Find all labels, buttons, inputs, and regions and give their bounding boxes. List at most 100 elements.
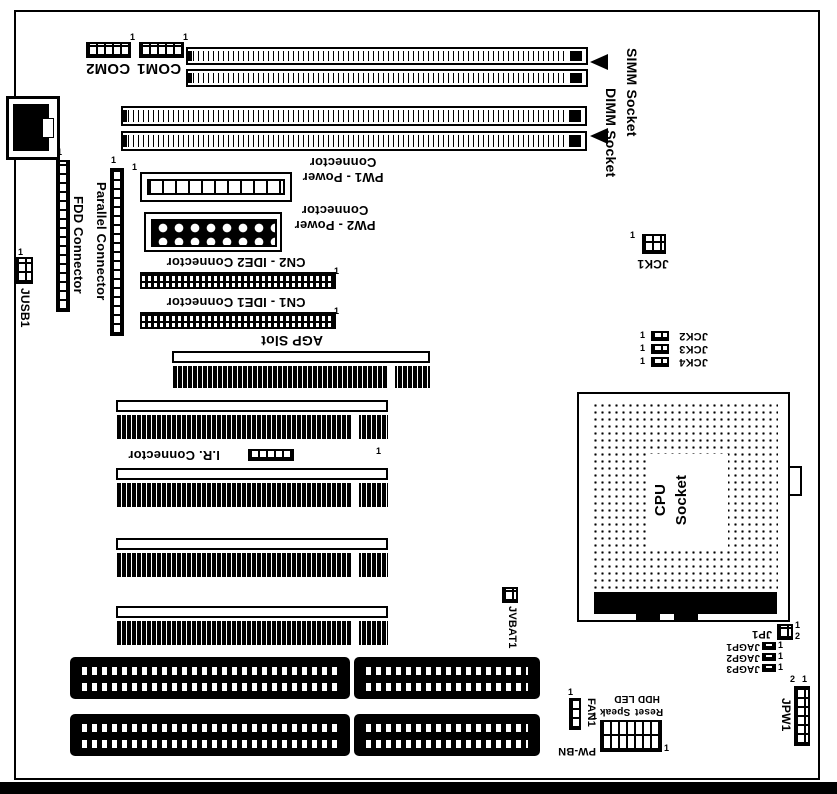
hdd-led-label: HDD LED: [614, 693, 660, 704]
jck4-jumper: [651, 357, 669, 367]
agp-slot-label: AGP Slot: [260, 333, 324, 349]
pw1-label: PW1 - Power Connector: [302, 155, 384, 185]
slot-endcap: [123, 110, 127, 122]
pin1-marker: 1: [592, 711, 598, 721]
cpu-socket-tab: [636, 614, 660, 622]
pci-slot-body: [116, 483, 388, 507]
front-panel-header: [600, 720, 662, 752]
jagp1-jumper: [762, 642, 776, 650]
fdd-connector-label: FDD Connector: [71, 196, 86, 294]
jagp2-jumper: [762, 653, 776, 661]
slot-endcap: [569, 135, 581, 147]
pci-slot-outline: [116, 400, 388, 412]
simm-socket-label: SIMM Socket: [624, 48, 640, 137]
fan1-header: [569, 698, 581, 730]
cpu-socket-label: CPU Socket: [652, 474, 690, 526]
pin2-marker: 2: [790, 674, 796, 684]
pw2-pin-rows: [151, 219, 277, 247]
isa-slot-segment: [70, 714, 350, 756]
cn2-ide2-label: CN2 - IDE2 Connector: [166, 255, 306, 270]
pci-slot-outline: [116, 538, 388, 550]
jck1-label: JCK1: [637, 257, 669, 271]
pci-slot-outline: [116, 606, 388, 618]
board-outline: [14, 10, 820, 780]
ir-connector-label: I.R. Connector: [128, 448, 220, 463]
pin1-marker: 1: [334, 306, 340, 316]
pin1-marker: 1: [183, 32, 189, 42]
dimm-socket-slot: [121, 131, 587, 151]
jvbat1-label: JVBAT1: [506, 606, 518, 649]
isa-pin-row: [366, 683, 528, 691]
pci-slot-key-notch: [352, 415, 359, 439]
pci-slot-body: [116, 553, 388, 577]
jck3-jumper: [651, 344, 669, 354]
com2-label: COM2: [85, 60, 131, 77]
isa-pin-row: [366, 667, 528, 675]
cpu-socket-lever: [594, 592, 777, 614]
dimm-socket-slot: [121, 106, 587, 126]
pin1-marker: 1: [132, 162, 138, 172]
pin1-marker: 1: [630, 230, 636, 240]
pin1-marker: 1: [111, 155, 117, 165]
jagp2-label: JAGP2: [726, 652, 760, 663]
isa-pin-row: [82, 683, 338, 691]
parallel-connector-header: [110, 168, 124, 336]
isa-pin-row: [82, 740, 338, 748]
dimm-socket-arrow-icon: [590, 128, 608, 144]
jpw1-header: [794, 686, 810, 746]
isa-pin-row: [82, 667, 338, 675]
pci-slot-key-notch: [352, 483, 359, 507]
simm-socket-slot: [186, 69, 588, 87]
pci-slot-key-notch: [352, 621, 359, 645]
com1-label: COM1: [136, 60, 182, 77]
slot-endcap: [188, 51, 192, 61]
pin1-marker: 1: [334, 266, 340, 276]
isa-pin-row: [366, 740, 528, 748]
jck2-label: JCK2: [679, 330, 708, 342]
cn1-ide1-header: [140, 312, 336, 329]
keyboard-connector-notch: [42, 118, 54, 138]
pin1-marker: 1: [778, 651, 784, 661]
slot-endcap: [569, 110, 581, 122]
parallel-connector-label: Parallel Connector: [94, 182, 109, 301]
com1-header: [139, 42, 184, 58]
pci-slot-body: [116, 415, 388, 439]
pin1-marker: 1: [778, 662, 784, 672]
isa-slot-segment: [354, 714, 540, 756]
slot-pin-ticks: [193, 73, 566, 83]
pw-bn-label: PW-BN: [557, 745, 597, 757]
bottom-edge-bar: [0, 782, 837, 794]
cn1-ide1-label: CN1 - IDE1 Connector: [166, 295, 306, 310]
pin1-marker: 1: [18, 247, 24, 257]
pin1-marker: 1: [778, 640, 784, 650]
jp1-jumper: [777, 624, 793, 640]
slot-endcap: [188, 73, 192, 83]
isa-pin-row: [366, 724, 528, 732]
slot-endcap: [123, 135, 127, 147]
pci-slot-body: [116, 621, 388, 645]
jusb1-header: [15, 257, 33, 284]
cpu-socket: [577, 392, 790, 622]
speak-label: Speak: [599, 706, 631, 717]
simm-socket-slot: [186, 47, 588, 65]
agp-slot-body: [172, 366, 430, 388]
jusb1-label: JUSB1: [18, 288, 32, 328]
pw1-power-connector: [140, 172, 292, 202]
isa-slot-segment: [70, 657, 350, 699]
cpu-socket-center: [648, 454, 728, 548]
jpw1-label: JPW1: [779, 698, 793, 732]
dimm-socket-label: DIMM Socket: [603, 88, 619, 178]
simm-socket-arrow-icon: [590, 54, 608, 70]
pin1-marker: 1: [640, 356, 646, 366]
pw1-pin-row: [147, 179, 285, 195]
ps2-keyboard-connector: [6, 96, 60, 160]
pin2-marker: 2: [795, 631, 801, 641]
reset-label: Reset: [634, 706, 664, 717]
fdd-connector-header: [56, 160, 70, 312]
cpu-socket-tab: [674, 614, 698, 622]
pci-slot-key-notch: [352, 553, 359, 577]
jck4-label: JCK4: [679, 356, 708, 368]
ir-connector-header: [248, 449, 294, 461]
agp-slot-outline: [172, 351, 430, 363]
pin1-marker: 1: [640, 330, 646, 340]
